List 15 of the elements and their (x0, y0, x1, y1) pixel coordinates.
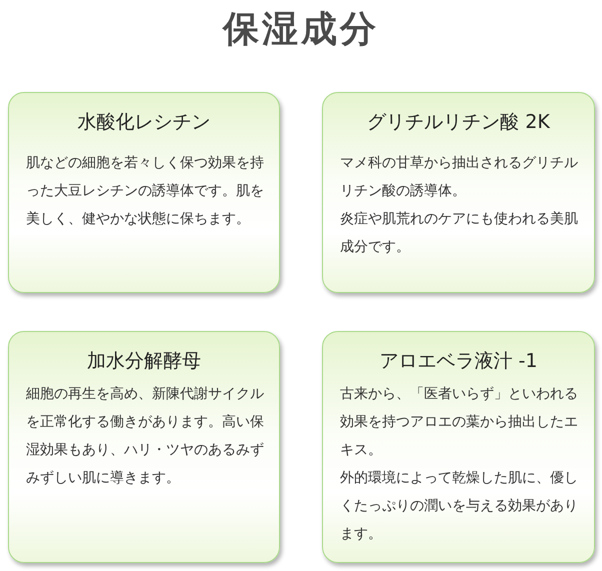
ingredient-card (8, 331, 280, 563)
card-heading: 水酸化レシチン (76, 110, 212, 135)
card-text: 外的環境によって乾燥した肌に、優しくたっぷりの潤いを与える効果があります。 (340, 469, 579, 544)
page-title: 保湿成分 (221, 7, 380, 52)
card-text: 細胞の再生を高め、新陳代謝サイクルを正常化する働きがあります。高い保湿効果もあり、ハリ・ツヤのあるみずみずしい肌に導きます。 (26, 385, 265, 488)
card-text: マメ科の甘草から抽出されるグリチルリチン酸の誘導体。 (340, 154, 579, 201)
card-text: 炎症や肌荒れのケアにも使われる美肌成分です。 (340, 210, 579, 257)
card-heading: アロエベラ液汁 -1 (378, 349, 538, 374)
ingredient-card (322, 331, 595, 563)
card-text: 古来から、「医者いらず」といわれる効果を持つアロエの葉から抽出したエキス。 (340, 385, 579, 460)
card-text: 肌などの細胞を若々しく保つ効果を持った大豆レシチンの誘導体です。肌を美しく、健やかな状態に保ちます。 (26, 154, 265, 229)
card-heading: グリチルリチン酸 2K (366, 110, 551, 135)
ingredient-card (322, 92, 595, 293)
ingredient-card (8, 92, 280, 293)
card-heading: 加水分解酵母 (86, 349, 202, 374)
